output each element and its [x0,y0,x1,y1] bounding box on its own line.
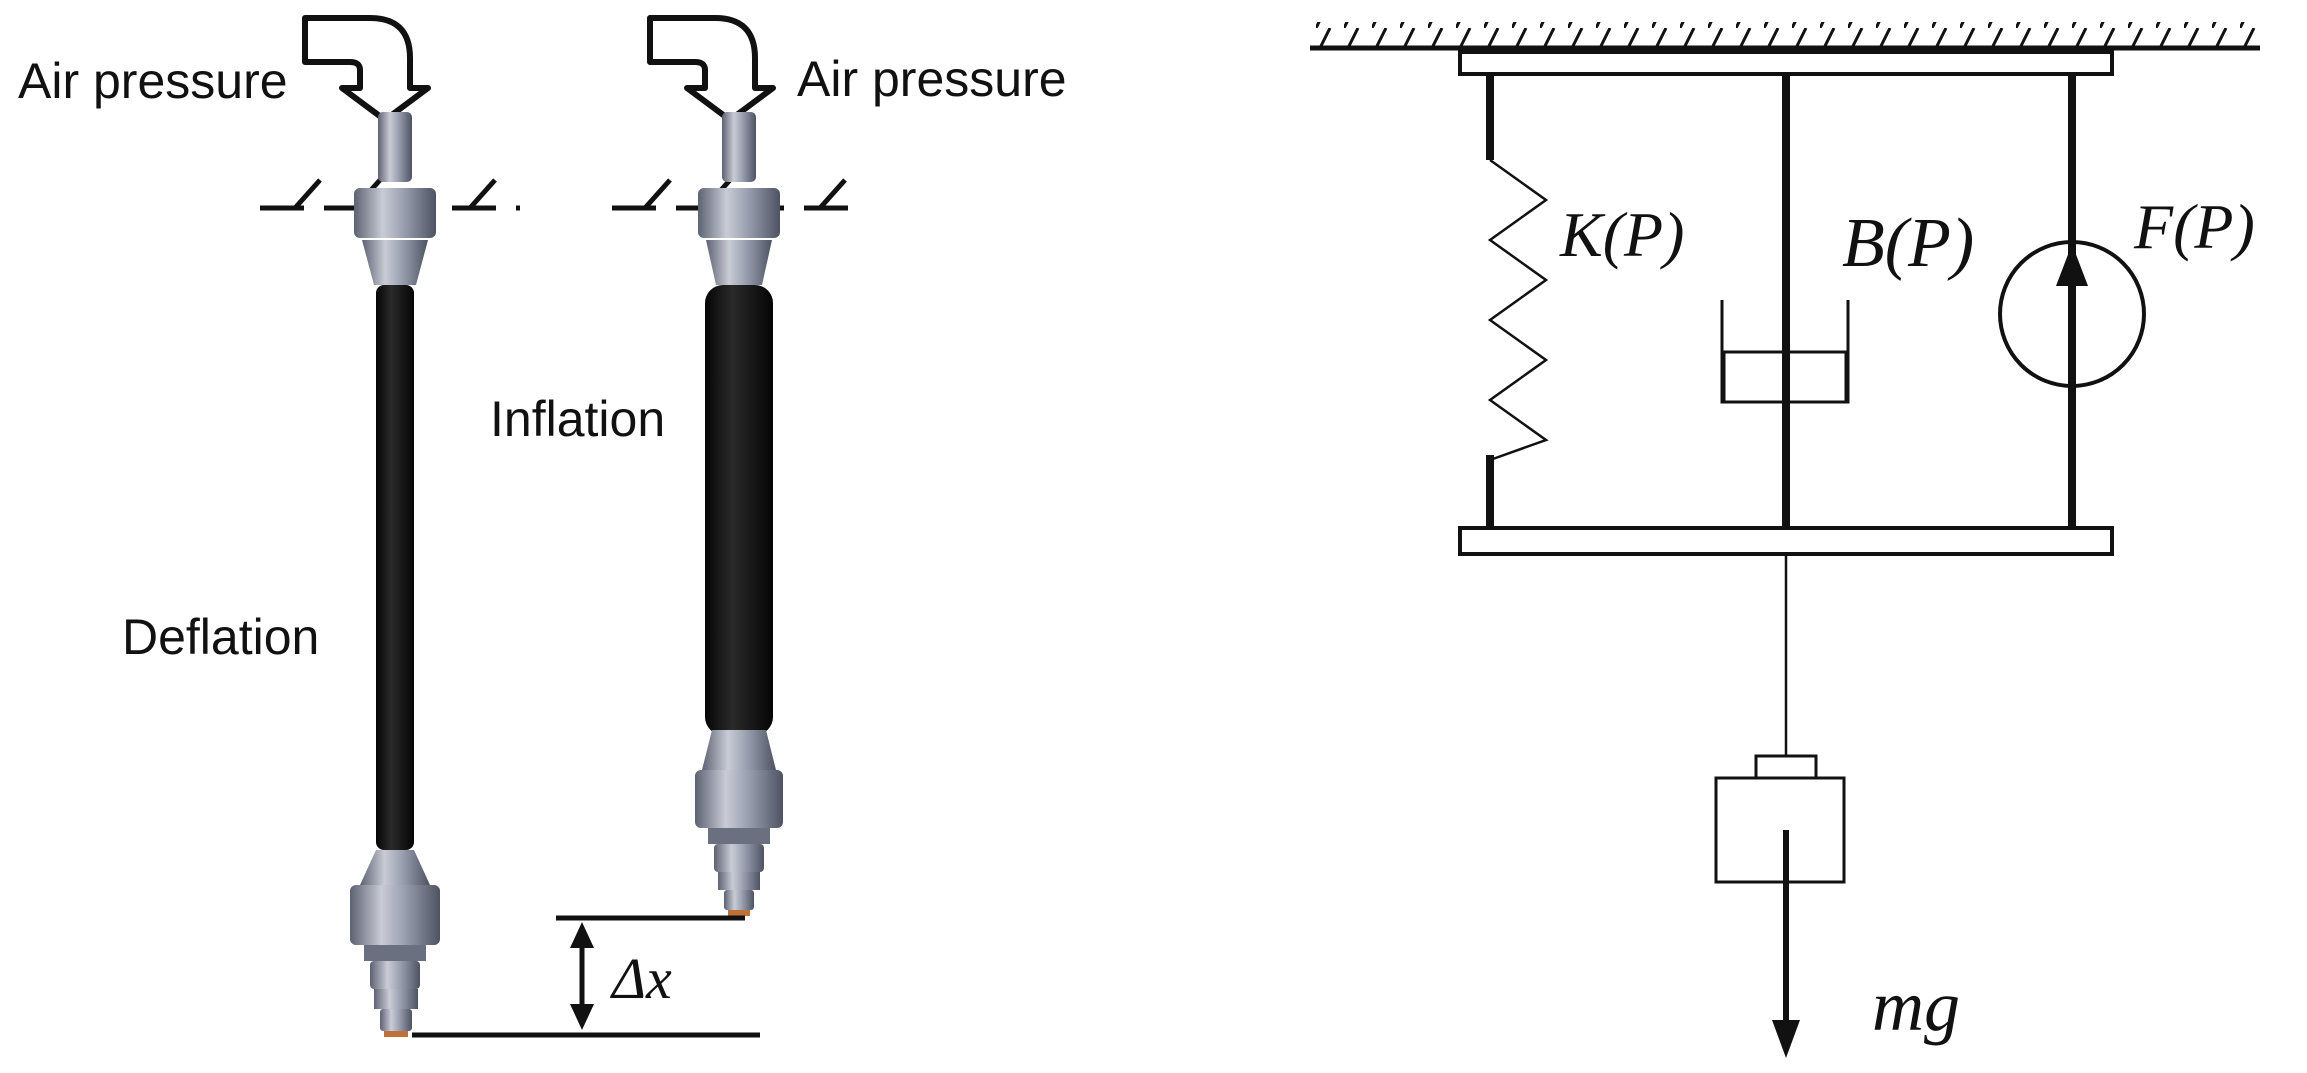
top-plate [1458,50,2114,76]
right-panel: K(P) B(P) F(P) mg [1310,22,2260,1058]
weight-label: mg [1872,966,1960,1046]
spring-element [1486,74,1549,528]
stiffness-label: K(P) [1559,199,1684,270]
mass-block [1714,754,1846,884]
delta-x-dimension [412,915,760,1038]
bottom-plate [1458,526,2114,556]
force-element [1998,74,2146,528]
deflation-label: Deflation [122,609,319,665]
air-pressure-left-label: Air pressure [18,53,288,109]
left-panel: Air pressure Air pressure [18,15,1067,1038]
air-pressure-arrow-right-icon [647,15,776,123]
damper-element [1720,74,1850,528]
ceiling [1310,22,2260,51]
damping-label: B(P) [1842,205,1974,282]
weight-arrow-icon [1772,830,1800,1058]
force-label: F(P) [2133,191,2255,262]
delta-x-label: Δx [610,946,672,1011]
inflation-label: Inflation [490,391,665,447]
deflated-actuator [350,112,440,1037]
air-pressure-arrow-left-icon [302,15,431,123]
inflated-actuator [695,112,783,916]
air-pressure-right-label: Air pressure [797,51,1067,107]
